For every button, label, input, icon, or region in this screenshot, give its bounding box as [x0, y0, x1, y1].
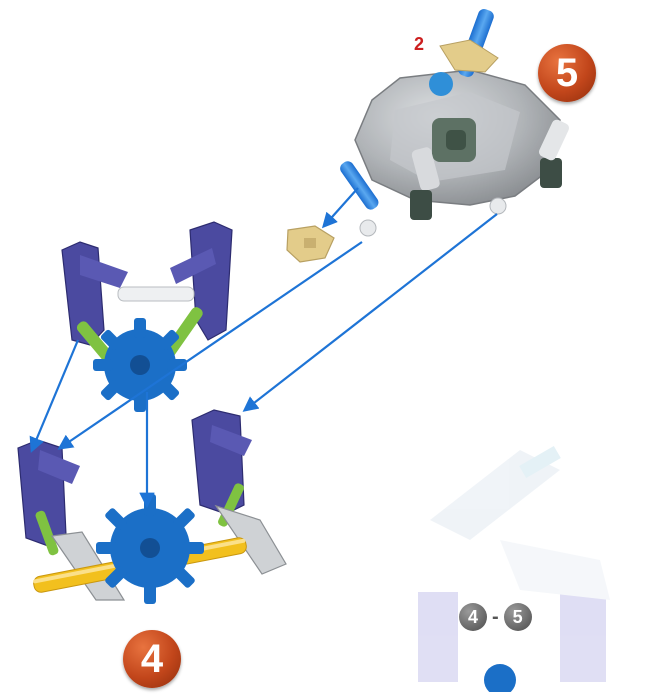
frame-assembly	[18, 222, 286, 604]
arrow-upper-connector-to-left	[32, 340, 78, 450]
part-quantity-label: 2	[414, 34, 424, 55]
upper-gear	[93, 318, 187, 412]
step-number-badge-previous: 4	[123, 630, 181, 688]
arrow-hub-to-right-connector	[245, 214, 497, 410]
hub-assembly	[338, 7, 571, 236]
faded-thumbnail-gear	[484, 664, 516, 692]
faded-thumbnail	[418, 446, 610, 682]
step-range-from: 4	[459, 603, 487, 631]
step-range-indicator: 4 - 5	[459, 603, 532, 631]
lower-gear	[96, 494, 204, 604]
step-range-to: 5	[504, 603, 532, 631]
tan-clip-part	[287, 226, 334, 262]
arrow-clip-to-hub	[324, 188, 358, 226]
step-number-badge-current: 5	[538, 44, 596, 102]
step-range-separator: -	[489, 606, 502, 629]
